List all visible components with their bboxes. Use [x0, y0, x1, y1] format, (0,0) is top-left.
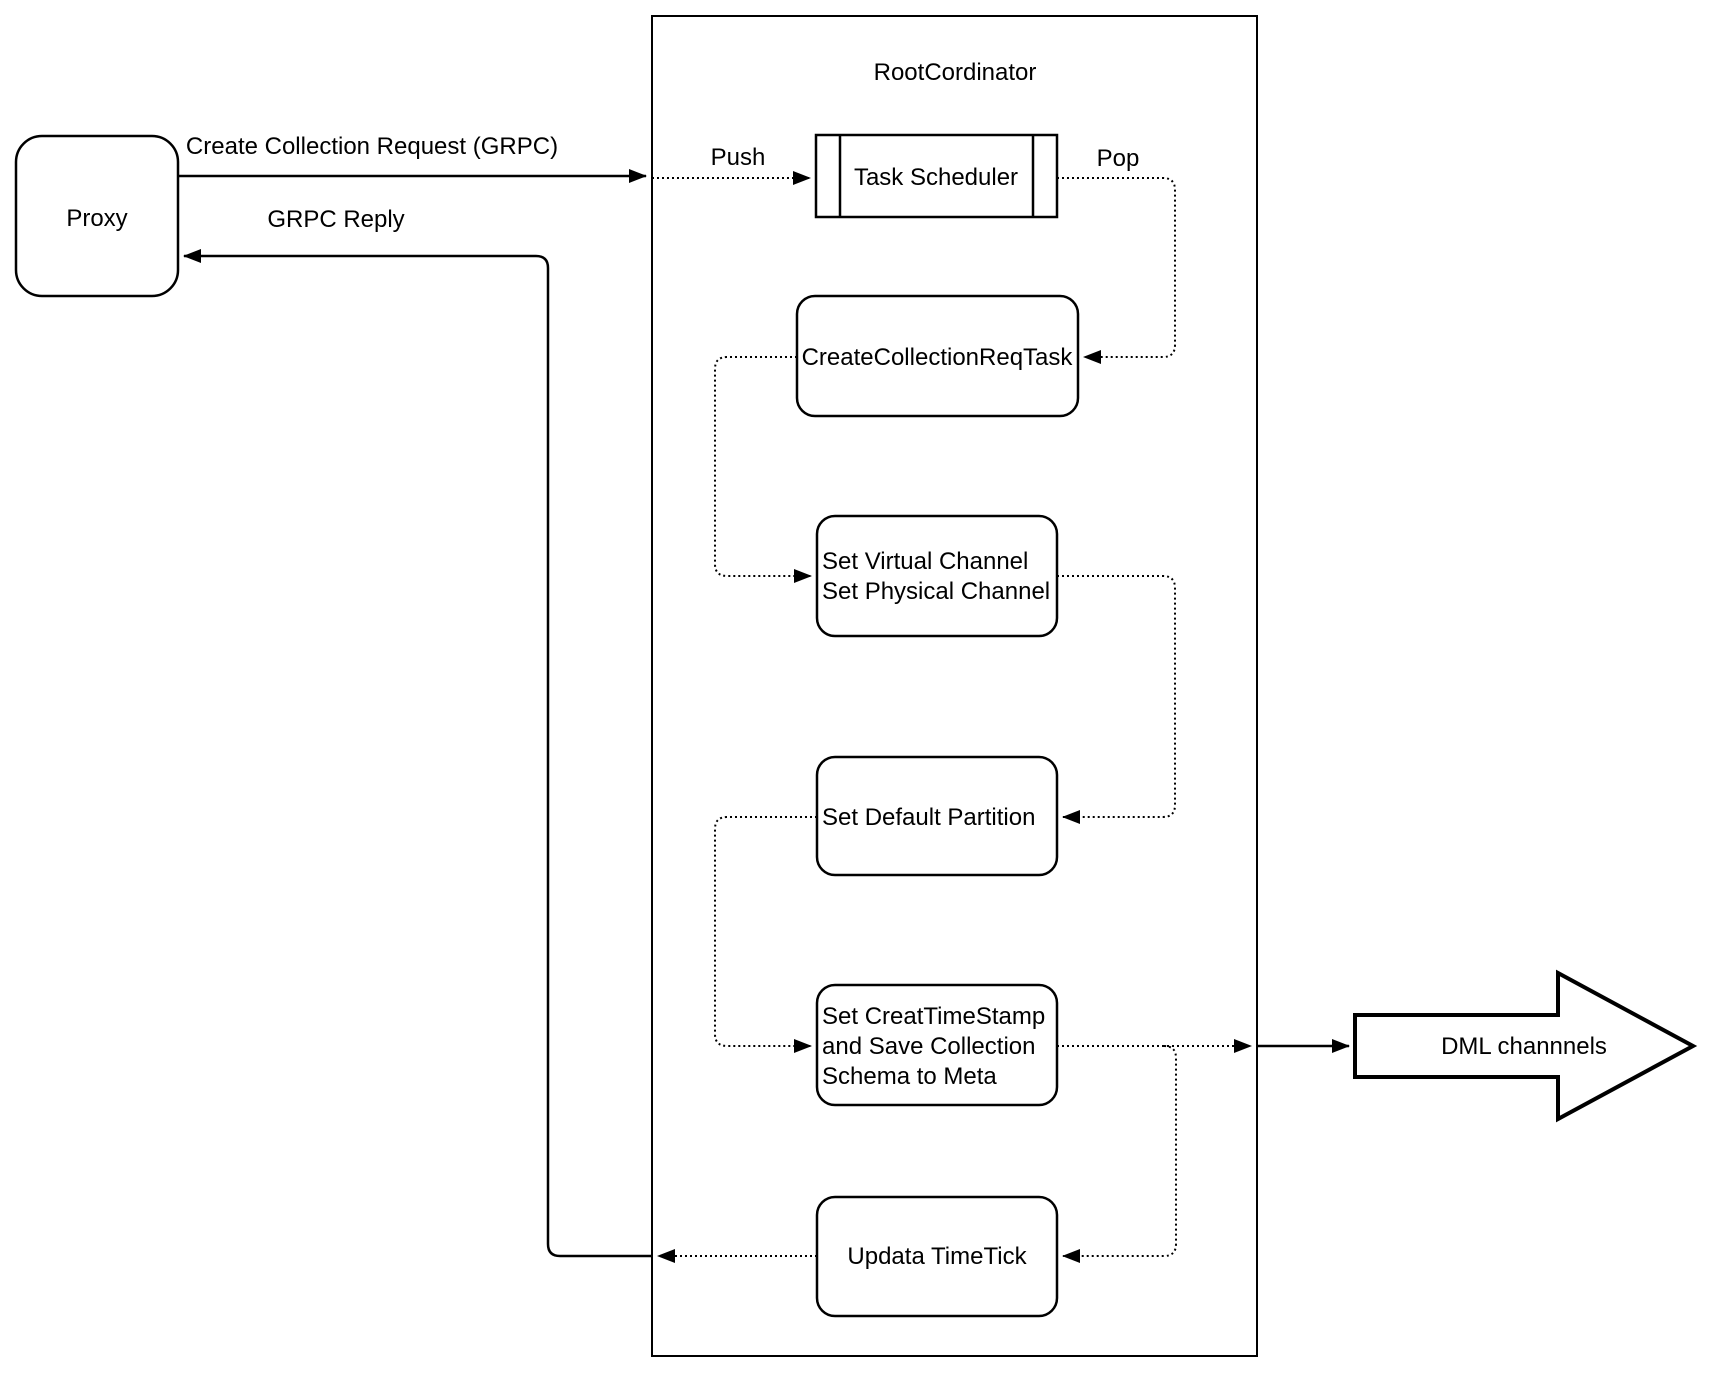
- updata-timetick-label: Updata TimeTick: [847, 1243, 1027, 1270]
- set-creat-timestamp-line2: and Save Collection: [822, 1033, 1035, 1060]
- grpc-reply-label: GRPC Reply: [267, 206, 404, 233]
- updata-timetick-node: Updata TimeTick: [815, 1195, 1059, 1318]
- task-scheduler-label: Task Scheduler: [854, 164, 1018, 191]
- push-label: Push: [711, 144, 766, 171]
- pop-arrow: [1057, 177, 1176, 364]
- rootcordinator-title: RootCordinator: [874, 59, 1037, 86]
- set-default-partition-label: Set Default Partition: [822, 804, 1035, 831]
- grpc-reply-arrow: [183, 249, 652, 1258]
- set-creat-timestamp-line1: Set CreatTimeStamp: [822, 1003, 1045, 1030]
- set-virtual-channel-line1: Set Virtual Channel: [822, 548, 1028, 575]
- set-creat-timestamp-node: Set CreatTimeStamp and Save Collection S…: [815, 983, 1059, 1107]
- dml-channels-label: DML channnels: [1441, 1033, 1607, 1060]
- dml-channels-node: DML channnels: [1353, 969, 1698, 1123]
- set-virtual-channel-line2: Set Physical Channel: [822, 578, 1050, 605]
- set-virtual-channel-node: Set Virtual Channel Set Physical Channel: [815, 514, 1059, 638]
- edge-timestamp-to-updatatimetick: [1062, 1045, 1177, 1263]
- proxy-label: Proxy: [66, 205, 127, 232]
- create-collection-request-label: Create Collection Request (GRPC): [186, 133, 558, 160]
- edge-virtualchannel-to-defaultpartition: [1057, 575, 1176, 824]
- dml-channels-arrow-shape: [1353, 969, 1698, 1123]
- create-collection-req-task-label: CreateCollectionReqTask: [802, 344, 1074, 371]
- pop-label: Pop: [1097, 145, 1140, 172]
- set-creat-timestamp-line3: Schema to Meta: [822, 1063, 997, 1090]
- set-default-partition-node: Set Default Partition: [815, 755, 1059, 877]
- task-scheduler-node: Task Scheduler: [814, 133, 1059, 219]
- proxy-node: [14, 134, 180, 298]
- rootcordinator-container: [651, 15, 1258, 1357]
- edge-defaultpartition-to-timestamp: [714, 816, 817, 1053]
- edge-reqtask-to-virtualchannel: [714, 356, 812, 583]
